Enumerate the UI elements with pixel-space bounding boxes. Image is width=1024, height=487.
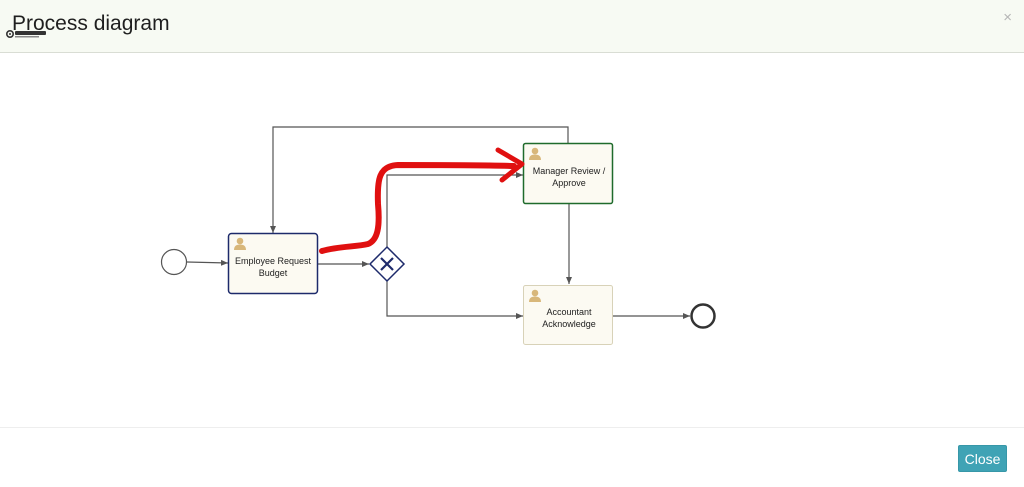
- task-employee-request-budget[interactable]: Employee Request Budget: [227, 232, 319, 295]
- close-button[interactable]: Close: [958, 445, 1007, 472]
- flow-gateway-to-manager: [386, 172, 523, 247]
- user-icon: [234, 237, 246, 250]
- task-accountant-acknowledge[interactable]: Accountant Acknowledge: [523, 285, 613, 345]
- task-label-line2: Budget: [259, 268, 288, 278]
- flow-start-to-employee: [186, 259, 229, 266]
- flow-manager-to-employee: [270, 126, 569, 233]
- close-icon[interactable]: ×: [1003, 9, 1012, 26]
- footer-divider: [0, 427, 1024, 428]
- task-label-line1: Accountant: [546, 307, 592, 317]
- task-box: [227, 232, 319, 295]
- process-diagram: Employee Request Budget Manager Review /…: [160, 126, 716, 345]
- end-event[interactable]: [690, 303, 716, 329]
- task-box: [523, 285, 613, 345]
- user-icon: [529, 147, 541, 160]
- modal-title: Process diagram: [12, 12, 170, 35]
- logo-icon: [6, 30, 46, 38]
- x-icon: [380, 257, 394, 271]
- task-label-line1: Employee Request: [235, 256, 312, 266]
- task-label-line2: Acknowledge: [542, 319, 596, 329]
- red-annotation-arrow: [319, 147, 525, 254]
- flow-gateway-to-accountant: [386, 281, 523, 319]
- task-box: [522, 142, 614, 205]
- sequence-flows: [186, 126, 690, 319]
- exclusive-gateway[interactable]: [368, 245, 406, 283]
- task-manager-review-approve[interactable]: Manager Review / Approve: [522, 142, 614, 205]
- task-label-line2: Approve: [552, 178, 586, 188]
- modal-header: Process diagram ×: [0, 0, 1024, 53]
- task-label-line1: Manager Review /: [533, 166, 606, 176]
- user-icon: [529, 289, 541, 302]
- start-event[interactable]: [160, 248, 188, 276]
